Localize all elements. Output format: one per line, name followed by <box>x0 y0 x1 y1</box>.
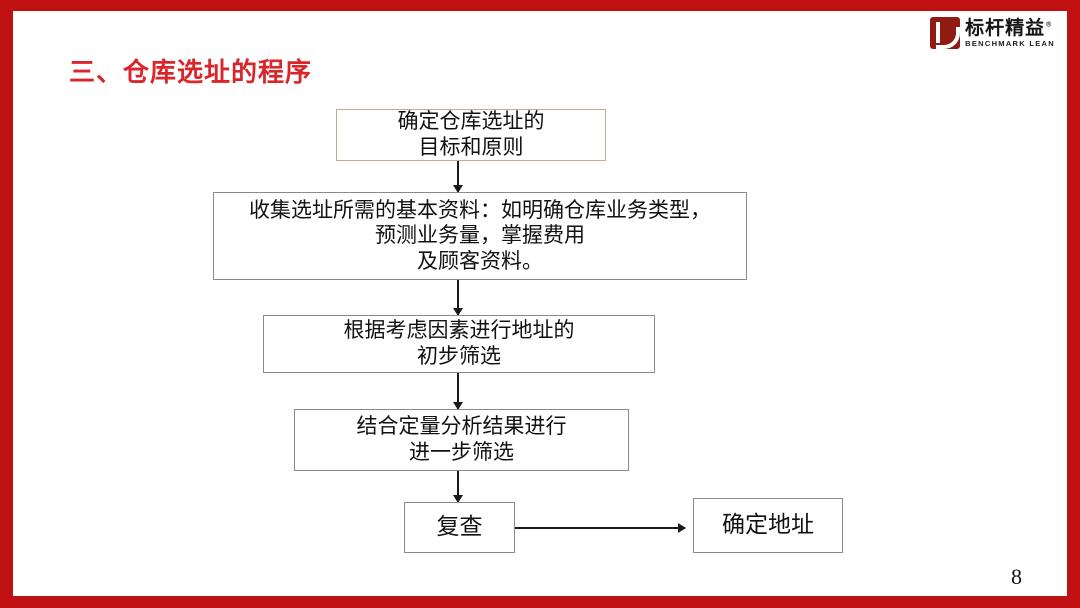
flow-node-review: 复查 <box>404 502 515 553</box>
flow-arrow-screen-to-further <box>457 373 459 409</box>
flow-arrow-review-to-confirm <box>515 527 685 529</box>
logo-english-label: BENCHMARK LEAN <box>965 38 1055 48</box>
flow-node-collect: 收集选址所需的基本资料：如明确仓库业务类型， 预测业务量，掌握费用 及顾客资料。 <box>213 192 747 280</box>
flow-node-collect-line-1: 收集选址所需的基本资料：如明确仓库业务类型， <box>249 197 711 222</box>
logo-mark-icon <box>930 17 961 49</box>
flow-node-confirm: 确定地址 <box>693 498 843 553</box>
flow-node-screen: 根据考虑因素进行地址的 初步筛选 <box>263 315 655 373</box>
logo-text: 标杆精益® BENCHMARK LEAN <box>965 16 1055 48</box>
flow-node-collect-line-3: 及顾客资料。 <box>417 248 543 273</box>
flowchart: 确定仓库选址的 目标和原则 收集选址所需的基本资料：如明确仓库业务类型， 预测业… <box>13 11 1067 596</box>
slide-page: 标杆精益® BENCHMARK LEAN 三、仓库选址的程序 确定仓库选址的 目… <box>13 11 1067 596</box>
flow-node-confirm-line-1: 确定地址 <box>722 512 814 538</box>
flow-node-further-line-2: 进一步筛选 <box>409 440 514 464</box>
logo-chinese-label: 标杆精益 <box>965 16 1046 39</box>
page-title: 三、仓库选址的程序 <box>69 58 313 88</box>
flow-node-goal-line-1: 确定仓库选址的 <box>397 109 545 134</box>
flow-node-review-line-1: 复查 <box>436 514 483 540</box>
flow-node-goal-line-2: 目标和原则 <box>418 135 524 159</box>
flow-node-goal: 确定仓库选址的 目标和原则 <box>336 109 606 161</box>
flow-arrow-further-to-review <box>457 471 459 502</box>
flow-node-screen-line-1: 根据考虑因素进行地址的 <box>343 318 575 343</box>
registered-trademark-icon: ® <box>1045 20 1054 29</box>
flow-node-collect-line-2: 预测业务量，掌握费用 <box>375 223 585 248</box>
flow-node-further-line-1: 结合定量分析结果进行 <box>356 414 567 439</box>
flow-node-screen-line-2: 初步筛选 <box>417 344 501 368</box>
flow-arrow-goal-to-collect <box>457 161 459 192</box>
page-number: 8 <box>1011 564 1022 589</box>
flow-arrow-collect-to-screen <box>457 280 459 315</box>
logo-chinese-name: 标杆精益® <box>965 16 1054 39</box>
brand-logo: 标杆精益® BENCHMARK LEAN <box>930 17 1055 49</box>
flow-node-further: 结合定量分析结果进行 进一步筛选 <box>294 409 629 471</box>
